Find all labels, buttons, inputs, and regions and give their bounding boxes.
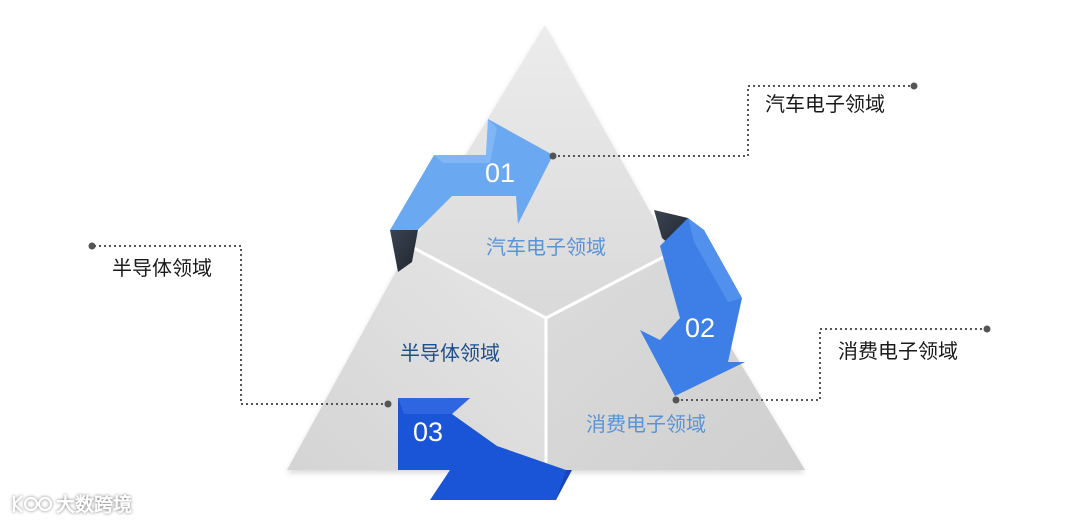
watermark-logo-icon — [12, 495, 53, 513]
arrow-02: 02 — [640, 218, 745, 396]
facet-top-label: 汽车电子领域 — [486, 235, 606, 259]
callout-03-label: 半导体领域 — [112, 256, 212, 280]
arrow-01: 01 — [390, 119, 553, 230]
watermark: 大数跨境 — [12, 493, 132, 516]
callout-02-label: 消费电子领域 — [838, 339, 958, 363]
watermark-text: 大数跨境 — [56, 493, 132, 516]
arrow-01-number: 01 — [485, 158, 515, 188]
leader-dots — [88, 82, 991, 408]
facet-left — [287, 246, 546, 470]
facet-left-label: 半导体领域 — [400, 341, 500, 365]
callout-01-label: 汽车电子领域 — [765, 92, 885, 116]
arrow-02-number: 02 — [685, 313, 715, 343]
arrow-03: 03 — [398, 398, 566, 500]
leader-lines — [92, 85, 987, 405]
arrow-01-fold — [390, 230, 418, 272]
leader-02 — [676, 328, 987, 401]
facet-right-label: 消费电子领域 — [586, 412, 706, 436]
leader-03 — [92, 245, 388, 405]
arrow-03-number: 03 — [413, 417, 443, 447]
leader-01 — [553, 85, 914, 157]
